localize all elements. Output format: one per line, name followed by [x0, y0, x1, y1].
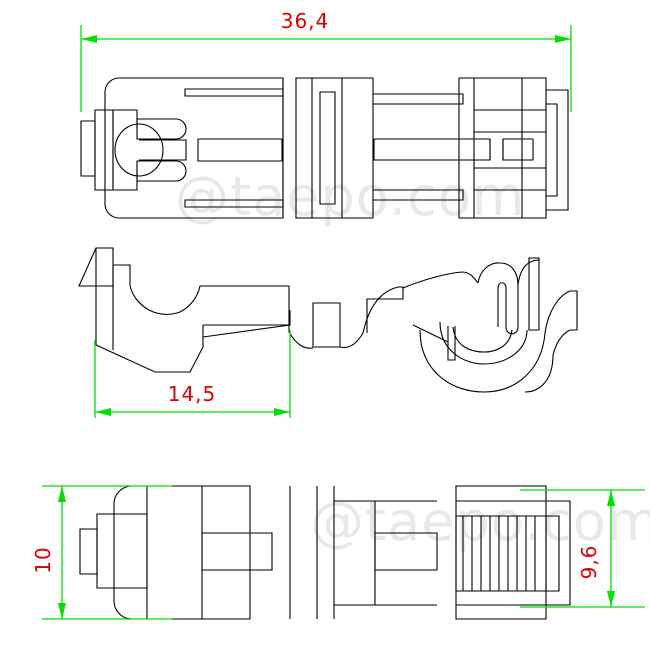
arrowhead-bottom: [58, 603, 66, 619]
side-view-center-stop: [313, 303, 340, 347]
side-view-spring-cradle-outer: [440, 322, 527, 364]
side-view-lower-contour: [96, 325, 203, 372]
bottom-view-serration-group: [463, 516, 535, 591]
bottom-view-crimp-shell-outer: [546, 501, 570, 605]
top-view-center-blade: [374, 139, 490, 160]
side-view-spring-cradle-skirt: [420, 330, 545, 392]
side-view-transition-top: [289, 332, 313, 348]
dimension-label-9-6: 9,6: [577, 545, 601, 580]
dimension-body-height: 10: [31, 485, 172, 620]
side-view-transition-bottom: [340, 333, 363, 347]
bottom-view-nose-collar: [97, 514, 147, 588]
side-view-geometry: [79, 248, 577, 392]
side-view-center-tab-link: [413, 325, 448, 342]
side-view-center-tab: [448, 326, 455, 360]
top-view-upper-rib: [185, 89, 283, 96]
arrowhead-right: [555, 35, 571, 43]
bottom-view-body-outline: [114, 486, 250, 619]
side-view-right-outer-shell: [525, 355, 553, 392]
bottom-view-crimp-shell-inner: [546, 516, 559, 591]
dimension-label-14-5: 14,5: [168, 382, 217, 406]
top-view-nose-block: [81, 121, 95, 176]
top-view-lower-lance: [137, 161, 186, 181]
side-view-right-top-sweep: [363, 272, 478, 333]
side-view-lower-flat: [203, 310, 290, 325]
arrowhead-right: [274, 408, 290, 416]
top-view-upper-rail: [373, 94, 463, 104]
top-view-blade-tip: [503, 139, 533, 160]
top-view-barrel-block: [296, 78, 373, 218]
bottom-view-center-window: [202, 533, 272, 570]
top-view-right-wing-inner: [546, 104, 557, 196]
arrowhead-bottom: [607, 591, 615, 607]
top-view-barrel-inner-slot: [320, 92, 335, 204]
arrowhead-left: [95, 408, 111, 416]
side-view-top-contour: [130, 286, 289, 332]
side-view-spring-cradle-inner: [453, 327, 512, 352]
top-view-center-tongue: [139, 140, 186, 160]
side-view-right-upper-edge: [367, 288, 403, 333]
top-view-nose-collar: [95, 110, 113, 190]
arrowhead-top: [58, 486, 66, 502]
bottom-view-nose-stub: [80, 529, 97, 574]
top-view-crimp-barrel: [459, 78, 546, 218]
arrowhead-top: [607, 490, 615, 506]
dimension-label-10: 10: [31, 546, 55, 573]
top-view-geometry: [81, 78, 568, 218]
dimension-overall-length: 36,4: [80, 9, 572, 112]
side-view-spring-finger-cap: [529, 258, 539, 330]
watermark-bottom: @taepo.com: [310, 490, 650, 553]
top-view-body-outline: [105, 78, 283, 218]
side-view-nose-step: [113, 265, 130, 286]
top-view-upper-lance: [137, 119, 186, 139]
top-view-spring-oval: [115, 124, 163, 176]
bottom-view-geometry: [80, 486, 570, 619]
top-view-lower-rail: [373, 190, 463, 200]
watermark-group: @taepo.com @taepo.com: [175, 165, 650, 553]
dimension-tail-height: 9,6: [520, 489, 645, 608]
arrowhead-left: [81, 35, 97, 43]
side-view-right-endplate: [545, 291, 577, 355]
side-view-slope: [203, 325, 290, 337]
top-view-center-slot: [198, 139, 282, 161]
top-view-right-wing-outer: [546, 90, 568, 210]
bottom-view-neck: [375, 533, 437, 570]
dimension-contact-length: 14,5: [94, 330, 291, 418]
side-view-spring-finger-outer: [478, 263, 518, 334]
top-view-nose-shoulder-lower: [105, 170, 137, 190]
dimension-label-36-4: 36,4: [281, 9, 330, 33]
top-view-nose-shoulder-upper: [105, 110, 137, 129]
